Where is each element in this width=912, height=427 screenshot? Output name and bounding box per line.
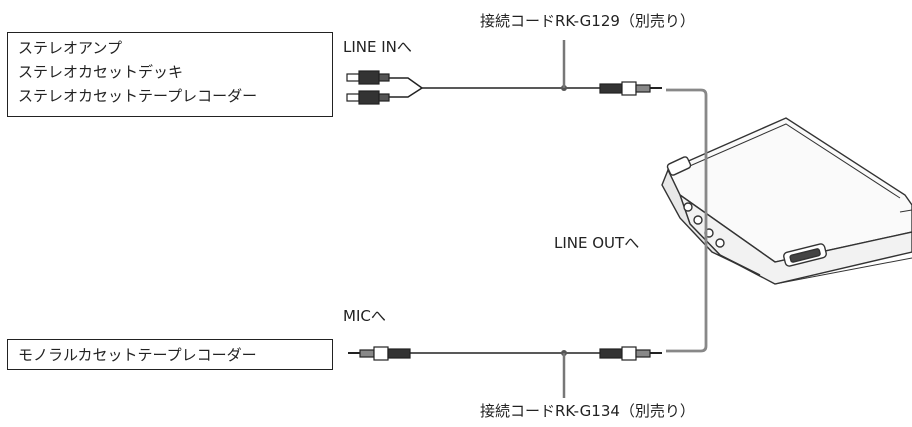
mic-label: MICへ <box>343 307 386 325</box>
stereo-device-label: ステレオアンプ <box>18 39 122 57</box>
line-out-label: LINE OUTへ <box>554 234 640 252</box>
rca-plug-upper <box>346 70 390 85</box>
line-out-route <box>666 88 708 353</box>
player-device <box>661 117 912 285</box>
bottom-cable <box>348 346 662 361</box>
mono-device-box: モノラルカセットテープレコーダー <box>7 339 333 370</box>
rca-plug-lower <box>346 90 390 105</box>
mini-plug-top <box>599 81 662 96</box>
mono-device-label: モノラルカセットテープレコーダー <box>18 346 257 364</box>
mini-plug-left <box>348 346 411 361</box>
top-cable <box>346 70 662 105</box>
bottom-cord-label: 接続コードRK-G134（別売り） <box>480 402 695 420</box>
top-cord-label: 接続コードRK-G129（別売り） <box>480 12 695 30</box>
stereo-device-box: ステレオアンプ ステレオカセットデッキ ステレオカセットテープレコーダー <box>7 32 333 117</box>
stereo-device-label: ステレオカセットデッキ <box>18 63 184 81</box>
line-in-label: LINE INへ <box>343 38 412 56</box>
mini-plug-bottom-right <box>599 346 662 361</box>
stereo-device-label: ステレオカセットテープレコーダー <box>18 87 258 105</box>
